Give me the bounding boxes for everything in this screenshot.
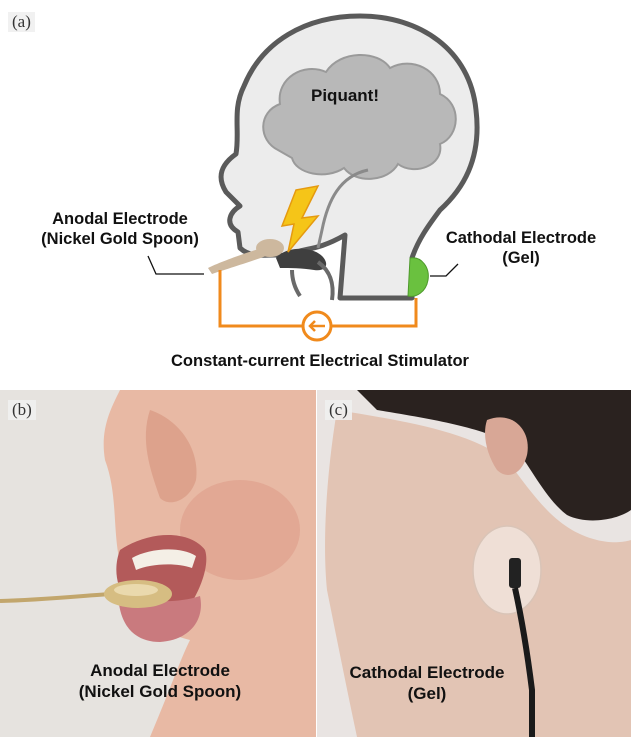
panel-label-b: (b)	[8, 400, 36, 420]
panel-b-photo: (b) Anodal Electrode (Nickel Gold Spoon)	[0, 390, 316, 737]
circuit-wire-right	[332, 298, 416, 326]
anode-label: Anodal Electrode (Nickel Gold Spoon)	[20, 210, 220, 250]
panel-c-photo: (c) Cathodal Electrode (Gel)	[317, 390, 631, 737]
cathode-label-line1: Cathodal Electrode	[426, 229, 616, 249]
thought-text: Piquant!	[290, 86, 400, 106]
panel-b-caption-line1: Anodal Electrode	[10, 660, 310, 681]
panel-a-diagram: (a) Piquant! Anodal Electrode (Nickel Go…	[0, 0, 631, 386]
panel-b-caption-line2: (Nickel Gold Spoon)	[10, 681, 310, 702]
panel-label-a: (a)	[8, 12, 35, 32]
cathode-label: Cathodal Electrode (Gel)	[426, 229, 616, 269]
head-schematic	[0, 0, 631, 386]
panel-label-c: (c)	[325, 400, 352, 420]
anode-leader-line	[148, 256, 204, 274]
panel-b-caption: Anodal Electrode (Nickel Gold Spoon)	[10, 660, 310, 703]
cathode-label-line2: (Gel)	[426, 249, 616, 269]
current-source-icon	[303, 312, 331, 340]
circuit-wire	[220, 270, 302, 326]
panel-c-caption-line2: (Gel)	[317, 683, 537, 704]
anode-label-line1: Anodal Electrode	[20, 210, 220, 230]
jaw-line	[292, 270, 300, 296]
anode-label-line2: (Nickel Gold Spoon)	[20, 230, 220, 250]
panel-c-caption: Cathodal Electrode (Gel)	[317, 662, 537, 705]
panel-c-caption-line1: Cathodal Electrode	[317, 662, 537, 683]
stimulator-label: Constant-current Electrical Stimulator	[120, 352, 520, 372]
